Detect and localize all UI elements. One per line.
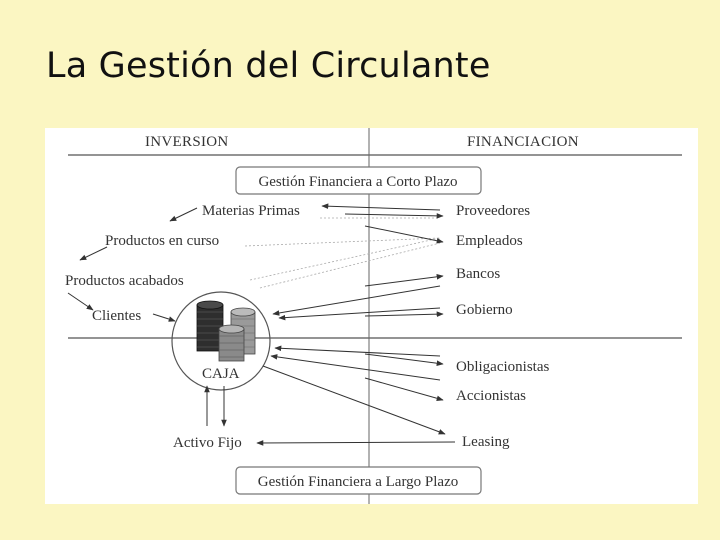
- arrow-materias-to-curso: [170, 208, 197, 221]
- label-proveedores: Proveedores: [456, 203, 530, 219]
- short-term-box: Gestión Financiera a Corto Plazo: [236, 167, 481, 194]
- arrow-caja-to-leasing: [263, 366, 445, 434]
- faint-flow-lines: [245, 218, 440, 288]
- cash-cycle-diagram: INVERSION FINANCIACION Gestión Financier…: [45, 128, 698, 504]
- arrow-to-accionistas: [365, 378, 443, 400]
- label-bancos: Bancos: [456, 266, 500, 282]
- short-term-box-label: Gestión Financiera a Corto Plazo: [258, 174, 457, 190]
- label-empleados: Empleados: [456, 233, 523, 249]
- arrow-to-empleados: [365, 226, 443, 242]
- arrow-accionistas-to-caja: [271, 356, 440, 380]
- label-caja: CAJA: [202, 366, 240, 382]
- label-gobierno: Gobierno: [456, 302, 513, 318]
- label-activo-fijo: Activo Fijo: [173, 435, 242, 451]
- arrow-proveedores-to-materias: [322, 206, 440, 210]
- header-inversion: INVERSION: [145, 134, 229, 150]
- label-materias-primas: Materias Primas: [202, 203, 300, 219]
- arrow-clientes-to-caja: [153, 314, 175, 321]
- arrow-curso-to-acabados: [80, 247, 107, 260]
- label-leasing: Leasing: [462, 434, 510, 450]
- arrow-obligacionistas-to-caja: [275, 348, 440, 356]
- label-clientes: Clientes: [92, 308, 141, 324]
- arrow-to-proveedores: [345, 214, 443, 216]
- label-productos-en-curso: Productos en curso: [105, 233, 219, 249]
- arrow-leasing-to-activo: [257, 442, 455, 443]
- label-accionistas: Accionistas: [456, 388, 526, 404]
- long-term-box-label: Gestión Financiera a Largo Plazo: [258, 474, 459, 490]
- caja-group: CAJA: [172, 292, 270, 390]
- header-financiacion: FINANCIACION: [467, 134, 579, 150]
- arrow-to-bancos: [365, 276, 443, 286]
- coin-stacks-icon: [197, 301, 255, 361]
- label-obligacionistas: Obligacionistas: [456, 359, 549, 375]
- label-productos-acabados: Productos acabados: [65, 273, 184, 289]
- slide-title: La Gestión del Circulante: [46, 46, 491, 86]
- arrow-gobierno-to-caja: [279, 308, 440, 318]
- long-term-box: Gestión Financiera a Largo Plazo: [236, 467, 481, 494]
- arrow-to-gobierno: [365, 314, 443, 316]
- arrow-acabados-to-clientes: [68, 293, 93, 310]
